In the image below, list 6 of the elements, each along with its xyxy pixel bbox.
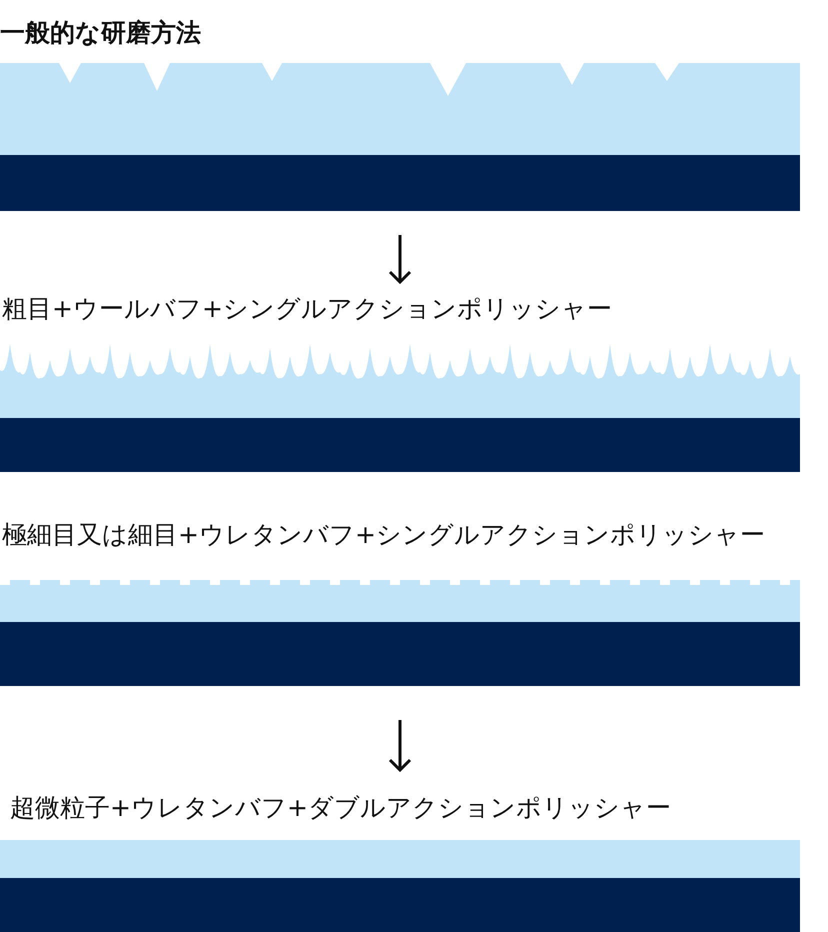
- arrow: [388, 235, 412, 284]
- section-heading: 粗目+ウールバフ+シングルアクションポリッシャー: [2, 294, 612, 324]
- section-heading: 一般的な研磨方法: [0, 18, 201, 48]
- section-heading: 極細目又は細目+ウレタンバフ+シングルアクションポリッシャー: [2, 520, 765, 550]
- arrow: [388, 720, 412, 772]
- section-heading: 超微粒子+ウレタンバフ+ダブルアクションポリッシャー: [10, 793, 671, 823]
